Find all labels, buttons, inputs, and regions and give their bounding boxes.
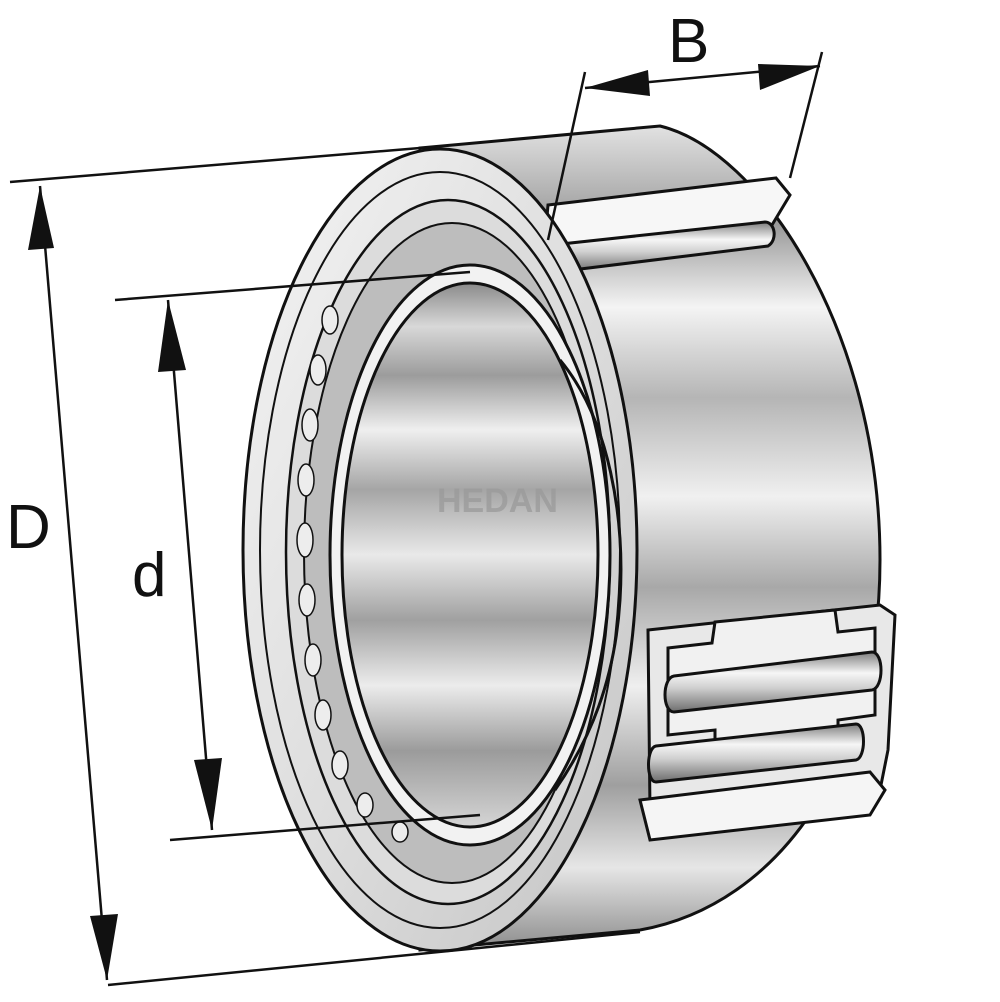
outer-diameter-label: D xyxy=(6,493,51,562)
visible-needle-rollers xyxy=(296,305,409,843)
needle-roller-bottom xyxy=(647,722,865,784)
bore-far-edge xyxy=(553,359,623,791)
watermark: HEDAN xyxy=(437,482,558,520)
dimension-d xyxy=(114,270,481,842)
width-label: B xyxy=(668,7,709,76)
needle-roller-middle xyxy=(663,650,883,714)
outer-ring-lip-bottom xyxy=(638,770,887,842)
dimension-B xyxy=(546,51,824,241)
bore-surface xyxy=(340,281,600,829)
bore-diameter-label: d xyxy=(132,541,166,610)
dimension-D xyxy=(9,146,641,987)
